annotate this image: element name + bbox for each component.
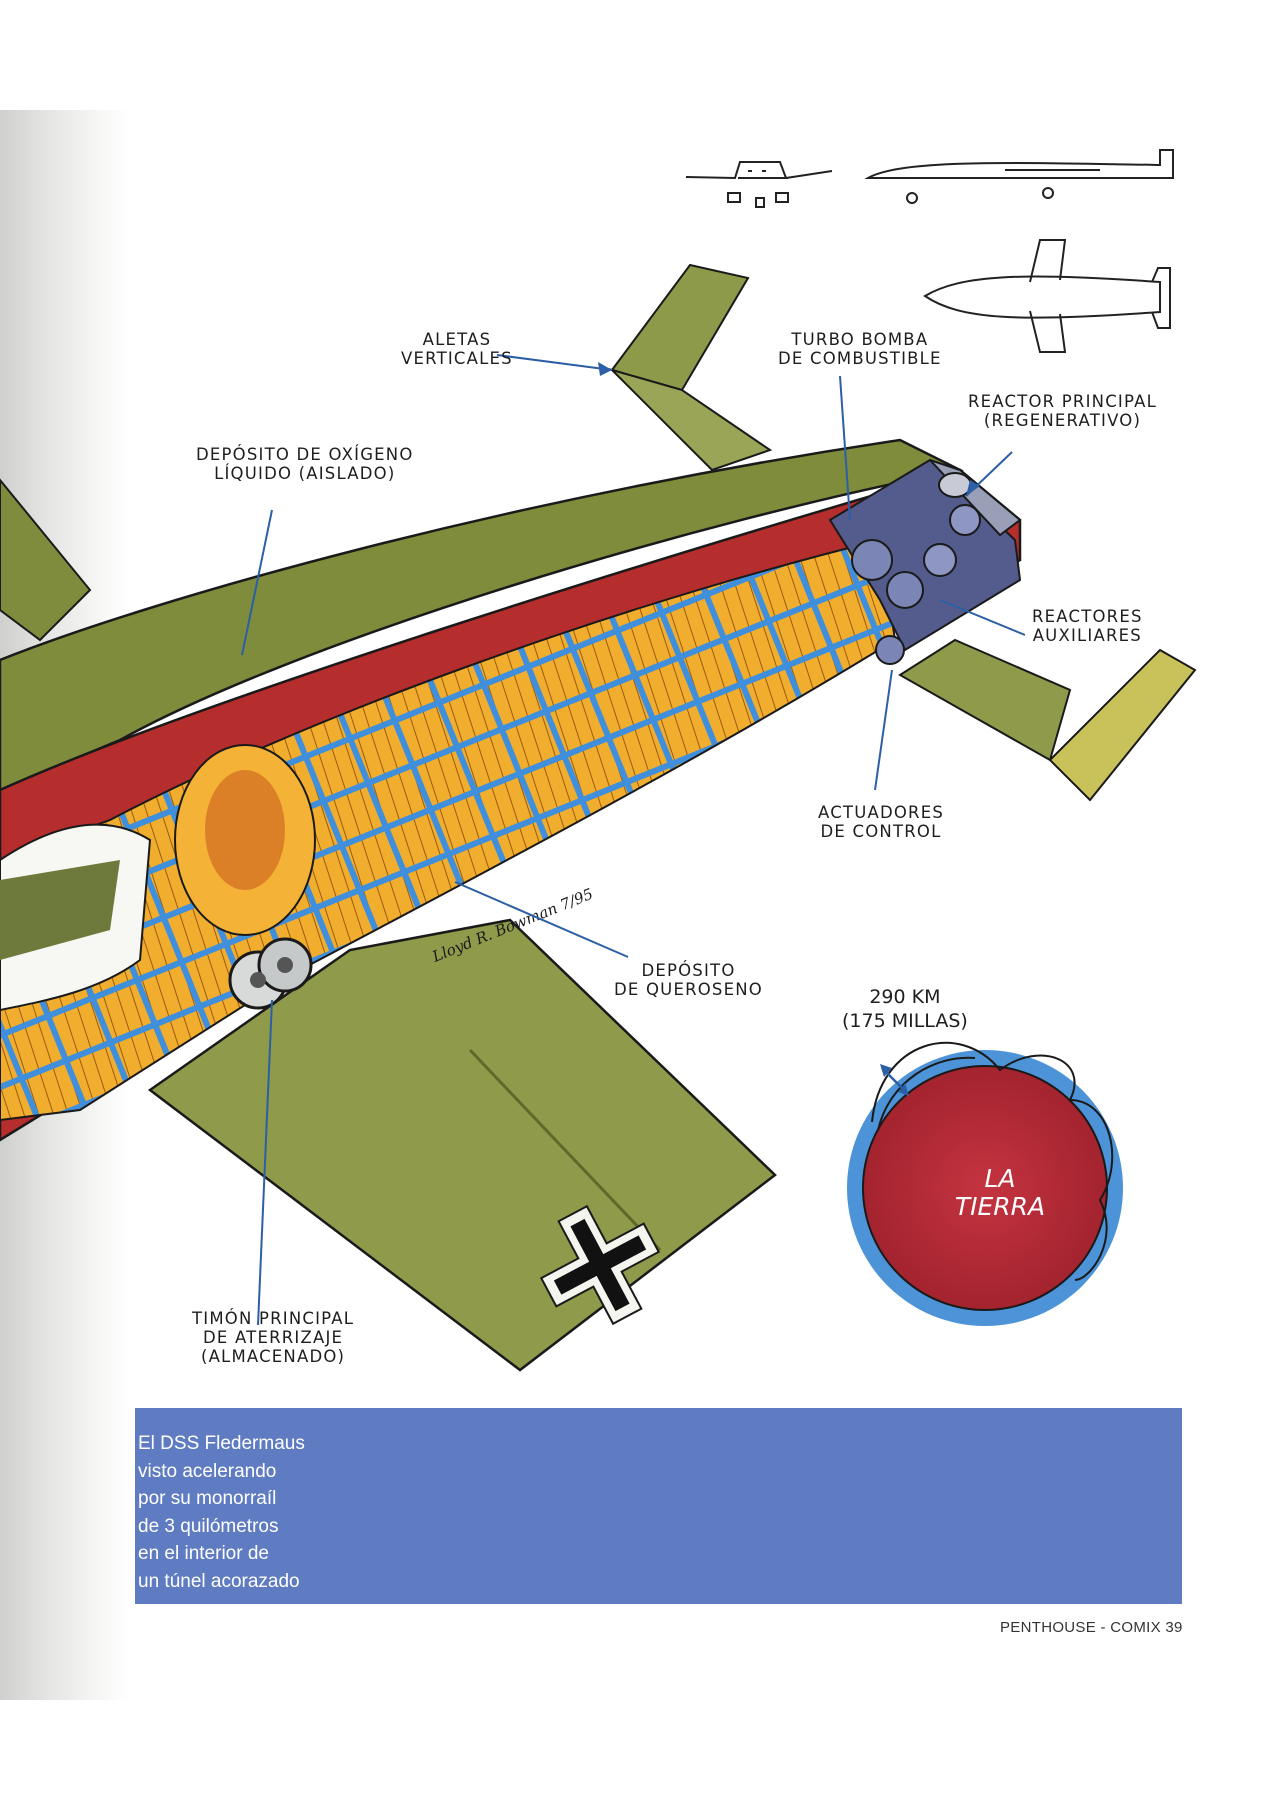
label-line: ACTUADORES <box>818 803 945 822</box>
caption-line: El DSS Fledermaus <box>138 1433 305 1454</box>
earth-label: LA TIERRA <box>920 1165 1080 1221</box>
label-reactores-auxiliares: REACTORES AUXILIARES <box>1032 607 1143 645</box>
label-line: LÍQUIDO (AISLADO) <box>214 464 396 483</box>
label-line: REACTOR PRINCIPAL <box>968 392 1157 411</box>
label-aletas-verticales: ALETAS VERTICALES <box>401 330 513 368</box>
front-view-sketch <box>685 161 833 208</box>
label-line: DE ATERRIZAJE <box>202 1328 344 1347</box>
orbit-diagram <box>847 1041 1123 1326</box>
caption-text: El DSS Fledermaus visto acelerando por s… <box>138 1430 318 1595</box>
label-line: DEPÓSITO DE OXÍGENO <box>196 445 414 464</box>
label-line: (ALMACENADO) <box>200 1347 346 1366</box>
callout-arrowheads <box>598 362 980 496</box>
altitude-km: 290 KM <box>869 986 941 1008</box>
label-line: TIMÓN PRINCIPAL <box>192 1309 355 1328</box>
callout-leaders <box>241 354 1026 1326</box>
caption-line: visto acelerando <box>138 1460 277 1482</box>
top-view-sketch <box>923 239 1171 353</box>
label-line: DE CONTROL <box>820 822 942 841</box>
earth-label-line: TIERRA <box>954 1192 1046 1221</box>
page-footer: PENTHOUSE - COMIX 39 <box>1000 1619 1183 1636</box>
label-line: (REGENERATIVO) <box>983 411 1142 430</box>
caption-line: de 3 quilómetros <box>138 1515 279 1537</box>
label-line: DE COMBUSTIBLE <box>778 349 942 368</box>
label-turbo-bomba: TURBO BOMBA DE COMBUSTIBLE <box>778 330 942 368</box>
label-line: AUXILIARES <box>1032 626 1142 645</box>
label-deposito-oxigeno: DEPÓSITO DE OXÍGENO LÍQUIDO (AISLADO) <box>196 445 414 483</box>
cross-insignia <box>539 1204 661 1326</box>
label-line: REACTORES <box>1032 607 1143 626</box>
earth-label-line: LA <box>984 1164 1016 1193</box>
caption-line: por su monorraíl <box>138 1488 277 1509</box>
fledermaus-cutaway: Lloyd R. Bowman 7/95 <box>0 263 1197 1372</box>
label-deposito-queroseno: DEPÓSITO DE QUEROSENO <box>614 961 763 999</box>
label-actuadores-control: ACTUADORES DE CONTROL <box>818 803 944 841</box>
label-reactor-principal: REACTOR PRINCIPAL (REGENERATIVO) <box>968 392 1157 430</box>
side-view-sketch <box>864 149 1174 204</box>
caption-line: en el interior de <box>138 1543 269 1564</box>
label-line: ALETAS <box>422 330 492 349</box>
orbit-altitude-label: 290 KM (175 MILLAS) <box>842 985 968 1033</box>
label-timon-aterrizaje: TIMÓN PRINCIPAL DE ATERRIZAJE (ALMACENAD… <box>192 1309 354 1366</box>
label-line: VERTICALES <box>401 349 513 368</box>
label-line: DE QUEROSENO <box>614 980 763 999</box>
label-line: TURBO BOMBA <box>791 330 929 349</box>
label-line: DEPÓSITO <box>641 961 736 980</box>
caption-line: un túnel acorazado <box>138 1570 300 1592</box>
caption-panel <box>135 1408 1182 1604</box>
altitude-miles: (175 MILLAS) <box>842 1010 968 1032</box>
